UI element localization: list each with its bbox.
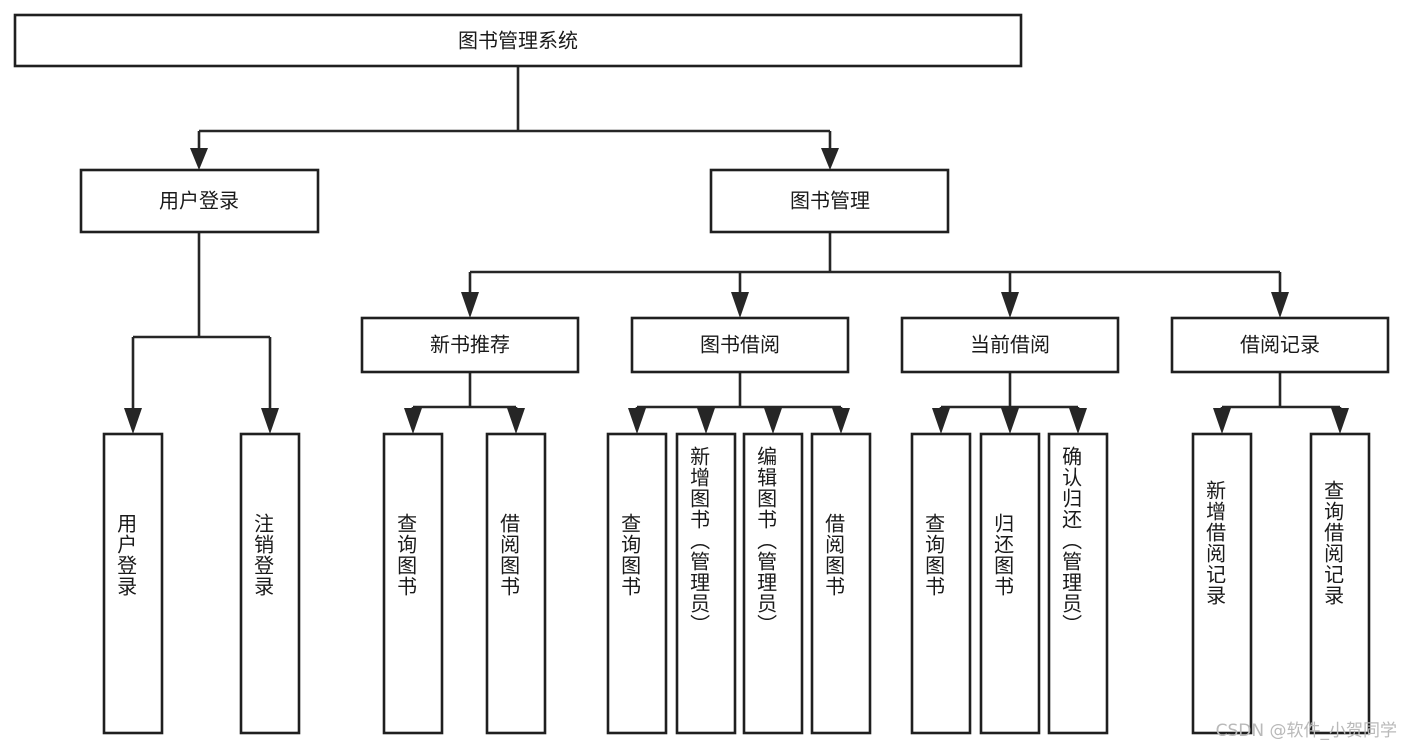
connector-layer bbox=[124, 66, 1349, 434]
node-new-book-rec-box[interactable] bbox=[360, 316, 580, 374]
csdn-watermark: CSDN @软件_小贺同学 bbox=[1215, 721, 1397, 741]
node-layer: 图书管理系统 用户登录 图书管理 新书推荐 图书借阅 当前借阅 借阅记录 bbox=[13, 13, 1390, 735]
arrow-to-leaf-confirm-return bbox=[1069, 408, 1087, 434]
node-leaf-query-book-3-box[interactable] bbox=[910, 432, 972, 735]
node-leaf-query-book-2-box[interactable] bbox=[606, 432, 668, 735]
arrow-root-to-book-manage bbox=[821, 148, 839, 170]
arrow-to-leaf-edit-book bbox=[764, 408, 782, 434]
arrow-to-leaf-user-login bbox=[124, 408, 142, 434]
node-leaf-add-book-box[interactable] bbox=[675, 432, 737, 735]
node-leaf-query-book-1-box[interactable] bbox=[382, 432, 444, 735]
node-leaf-add-record-box[interactable] bbox=[1191, 432, 1253, 735]
node-root-label: 图书管理系统 bbox=[458, 29, 578, 53]
arrow-to-leaf-add-record bbox=[1213, 408, 1231, 434]
arrow-to-leaf-query-record bbox=[1331, 408, 1349, 434]
node-borrow-record-label: 借阅记录 bbox=[1240, 333, 1320, 357]
node-book-manage-box[interactable] bbox=[709, 168, 950, 234]
arrow-to-leaf-borrow-book-1 bbox=[507, 408, 525, 434]
node-book-manage-label: 图书管理 bbox=[790, 189, 870, 213]
node-leaf-confirm-return-box[interactable] bbox=[1047, 432, 1109, 735]
node-borrow-record-box[interactable] bbox=[1170, 316, 1390, 374]
node-book-borrow-box[interactable] bbox=[630, 316, 850, 374]
node-leaf-borrow-book-2-box[interactable] bbox=[810, 432, 872, 735]
node-current-borrow-label: 当前借阅 bbox=[970, 333, 1050, 357]
arrow-root-to-user-login bbox=[190, 148, 208, 170]
arrow-to-leaf-query-book-3 bbox=[932, 408, 950, 434]
arrow-to-leaf-query-book-2 bbox=[628, 408, 646, 434]
node-leaf-logout-box[interactable] bbox=[239, 432, 301, 735]
arrow-to-leaf-logout bbox=[261, 408, 279, 434]
arrow-to-leaf-add-book bbox=[697, 408, 715, 434]
node-current-borrow-box[interactable] bbox=[900, 316, 1120, 374]
node-leaf-query-record-box[interactable] bbox=[1309, 432, 1371, 735]
arrow-to-leaf-query-book-1 bbox=[404, 408, 422, 434]
arrow-to-book-borrow bbox=[731, 292, 749, 318]
arrow-to-leaf-borrow-book-2 bbox=[832, 408, 850, 434]
arrow-to-current-borrow bbox=[1001, 292, 1019, 318]
node-leaf-return-book-box[interactable] bbox=[979, 432, 1041, 735]
node-leaf-user-login-box[interactable] bbox=[102, 432, 164, 735]
arrow-to-leaf-return-book bbox=[1001, 408, 1019, 434]
node-user-login-label: 用户登录 bbox=[159, 189, 239, 213]
arrow-to-new-book-rec bbox=[461, 292, 479, 318]
node-new-book-rec-label: 新书推荐 bbox=[430, 333, 510, 357]
node-leaf-borrow-book-1-box[interactable] bbox=[485, 432, 547, 735]
node-leaf-edit-book-box[interactable] bbox=[742, 432, 804, 735]
node-book-borrow-label: 图书借阅 bbox=[700, 333, 780, 357]
arrow-to-borrow-record bbox=[1271, 292, 1289, 318]
node-user-login-box[interactable] bbox=[79, 168, 320, 234]
node-root-box[interactable] bbox=[13, 13, 1023, 68]
